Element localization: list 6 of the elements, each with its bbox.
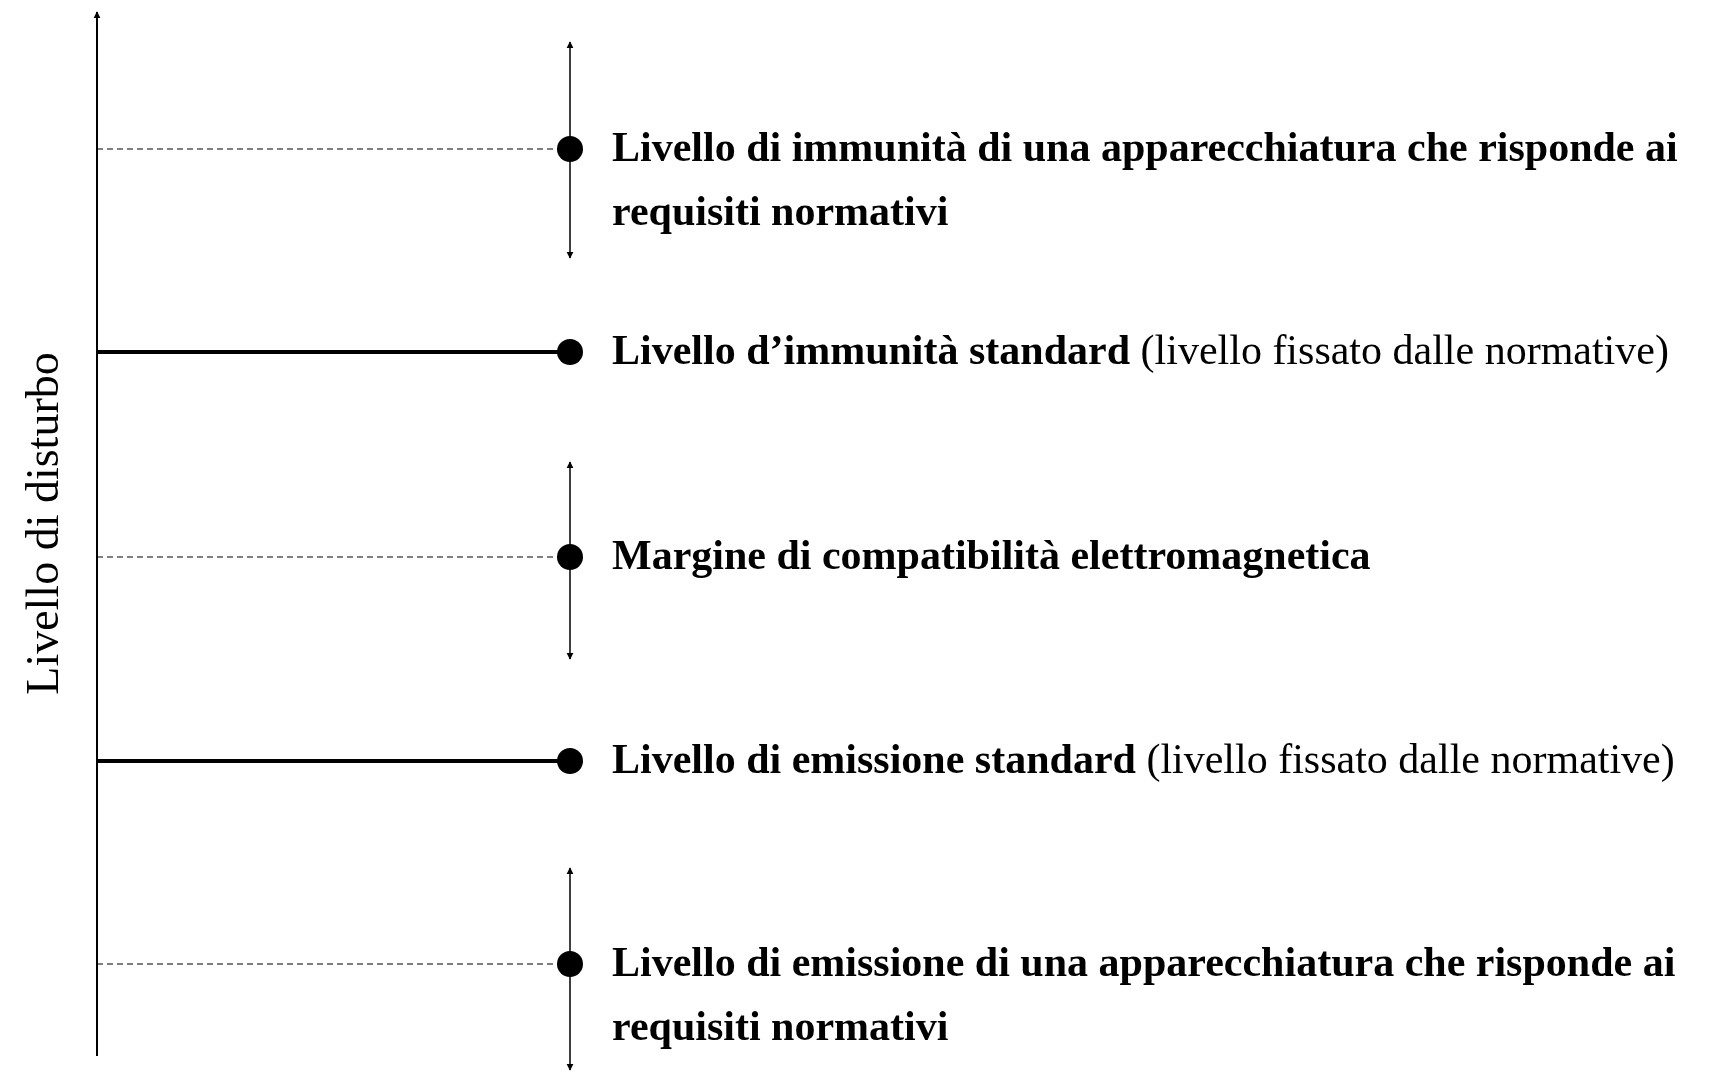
axis-label: Livello di disturbo <box>15 351 69 695</box>
level-description: Livello d’immunità standard (livello fissato dalle normative) <box>612 326 1670 375</box>
level-description: Margine di compatibilità elettromagnetica <box>612 531 1372 580</box>
level-description: Livello di immunità di una apparecchiatura che risponde ai requisiti normativi <box>612 123 1679 236</box>
level-description: Livello di emissione standard (livello fissato dalle normative) <box>612 735 1676 784</box>
level-description: Livello di emissione di una apparecchiatura che risponde ai requisiti normativi <box>612 938 1677 1051</box>
